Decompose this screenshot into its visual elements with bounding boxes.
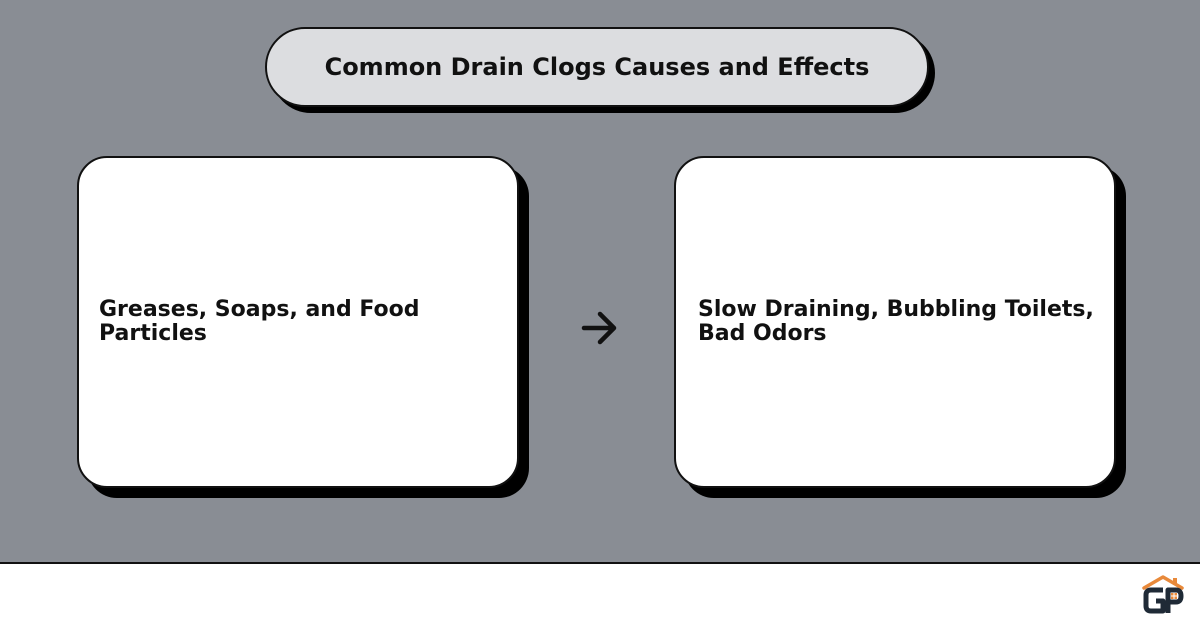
diagram-title: Common Drain Clogs Causes and Effects: [324, 53, 870, 81]
arrow-right-icon: [576, 300, 624, 356]
house-gp-logo-icon: [1141, 574, 1185, 616]
title-banner: Common Drain Clogs Causes and Effects: [265, 27, 929, 107]
effect-card: Slow Draining, Bubbling Toilets, Bad Odo…: [674, 156, 1116, 488]
cause-text: Greases, Soaps, and Food Particles: [99, 297, 420, 346]
diagram-canvas: Common Drain Clogs Causes and Effects Gr…: [0, 0, 1200, 564]
effect-text: Slow Draining, Bubbling Toilets, Bad Odo…: [698, 297, 1094, 346]
cause-card: Greases, Soaps, and Food Particles: [77, 156, 519, 488]
